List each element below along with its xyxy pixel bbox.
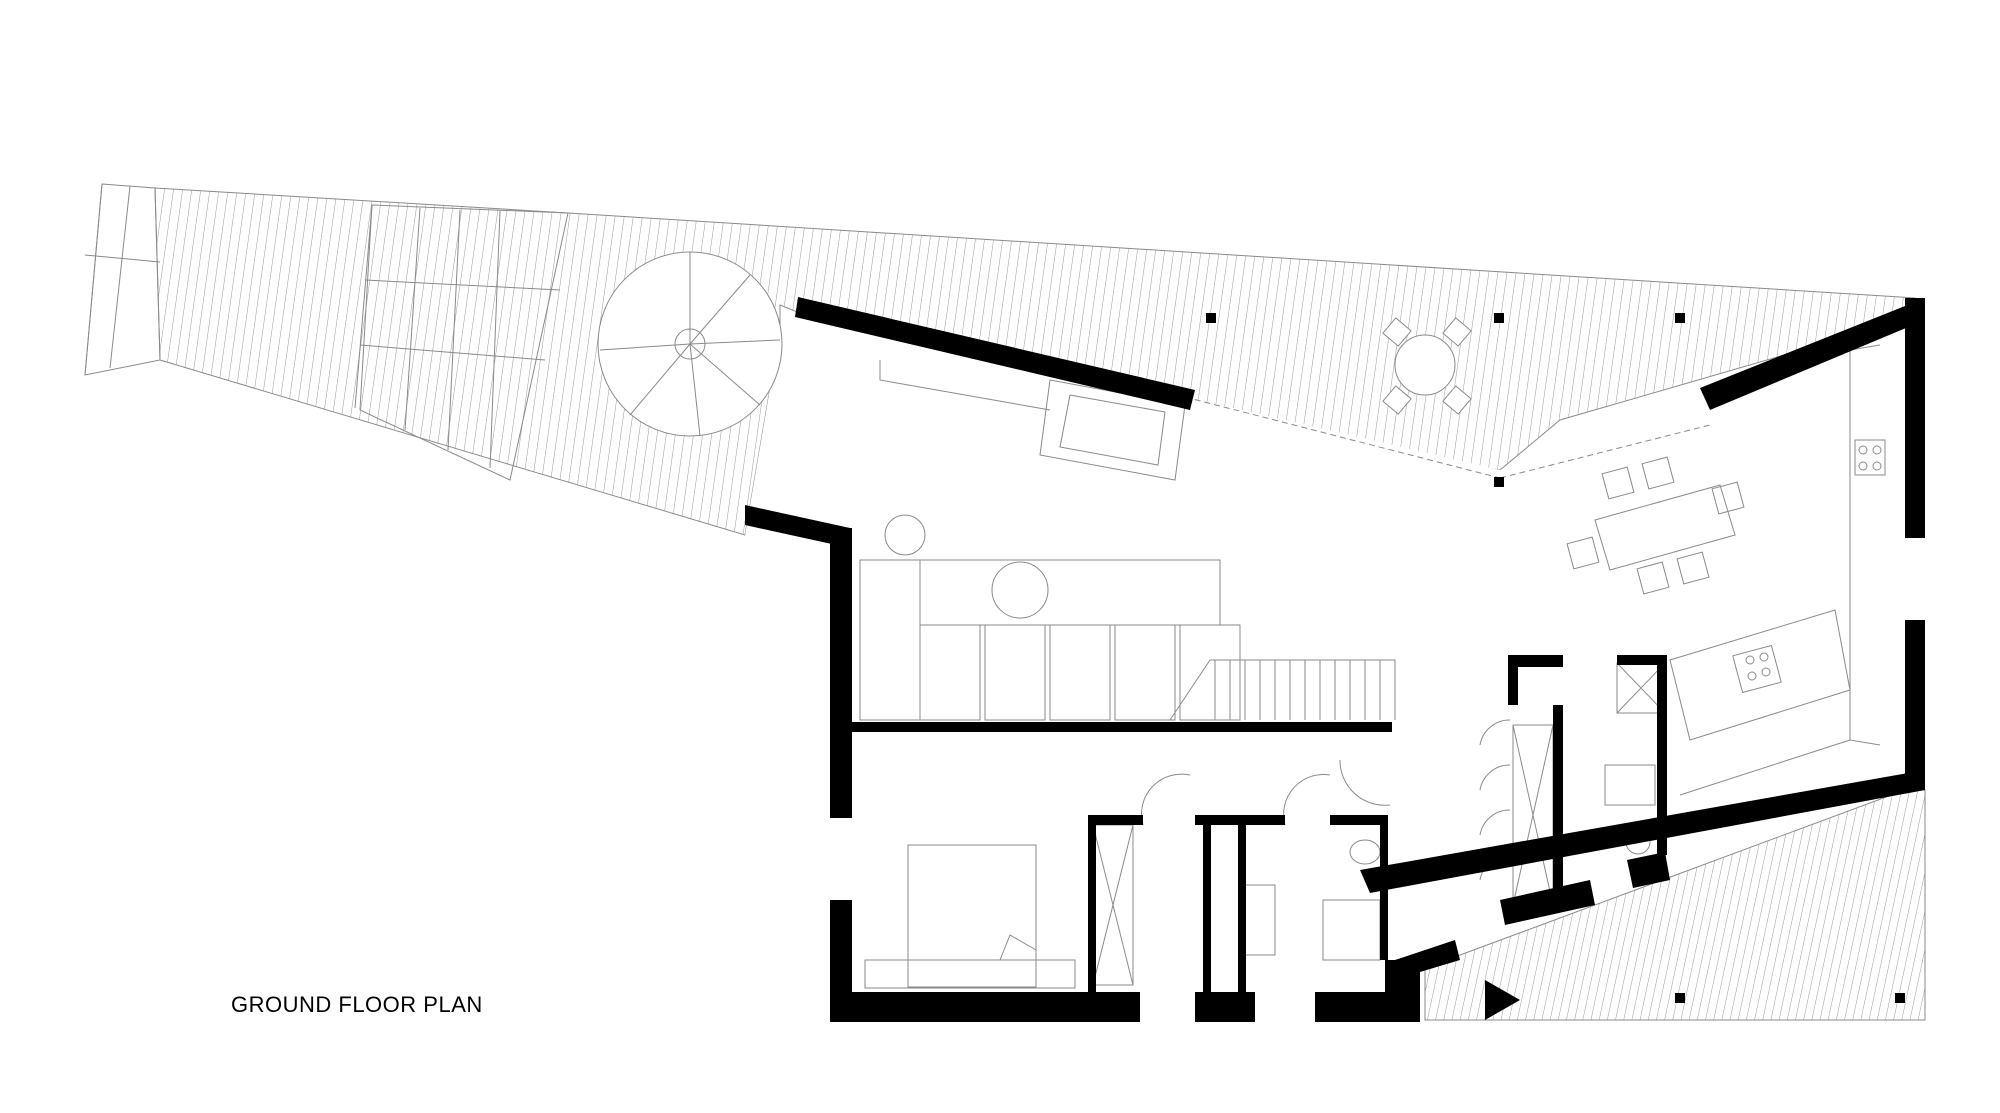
south-terrace <box>1424 789 1926 1021</box>
interior-lines <box>859 344 1886 989</box>
walls <box>745 297 1925 1022</box>
spiral-staircase <box>597 251 783 437</box>
plan-title: GROUND FLOOR PLAN <box>231 992 483 1017</box>
west-garden-steps <box>84 183 569 481</box>
columns <box>1206 313 1905 1003</box>
terrace-dining-set <box>1382 317 1472 415</box>
